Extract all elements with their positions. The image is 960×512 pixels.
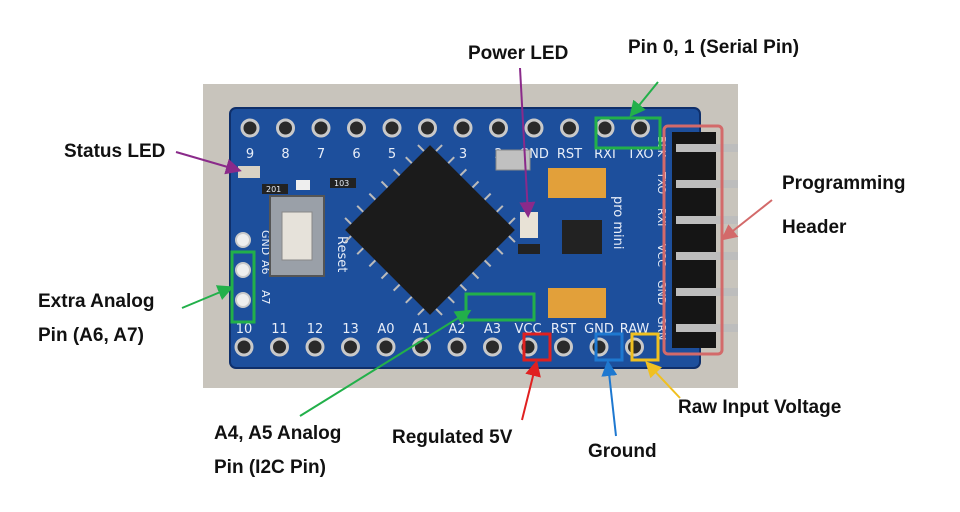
regulated-5v-label: Regulated 5V bbox=[392, 427, 513, 448]
top-pin-label: 3 bbox=[459, 147, 467, 162]
header-pin-VCC bbox=[676, 252, 738, 260]
header-pin-GND bbox=[676, 288, 738, 296]
serial-pin-label: Pin 0, 1 (Serial Pin) bbox=[628, 37, 800, 58]
power-led-arrow bbox=[519, 67, 536, 218]
header-pin-RXI bbox=[676, 216, 738, 224]
left-pin-GND bbox=[235, 232, 251, 248]
i2c-pin-box bbox=[464, 292, 536, 322]
top-pin-row: 98765432GNDRSTRXITXO bbox=[240, 118, 654, 162]
header-pin-BLK bbox=[676, 144, 738, 152]
left-pin-A7 bbox=[235, 292, 251, 308]
bottom-pin-12 bbox=[305, 337, 325, 357]
i2c-pin-label: A4, A5 Analog Pin (I2C Pin) bbox=[214, 423, 342, 478]
header-pin-GRN bbox=[676, 324, 738, 332]
top-pin-5 bbox=[382, 118, 402, 138]
top-pin-6 bbox=[347, 118, 366, 138]
bottom-pin-label: A3 bbox=[484, 322, 501, 337]
bottom-pin-A0 bbox=[376, 337, 396, 357]
top-pin-2 bbox=[489, 118, 508, 138]
board-name: pro mini bbox=[610, 196, 625, 250]
top-pin-label: 7 bbox=[317, 147, 325, 162]
reset-button bbox=[269, 195, 325, 277]
bottom-pin-label: RST bbox=[551, 322, 576, 337]
top-pin-9 bbox=[240, 118, 260, 138]
bottom-pin-RAW bbox=[625, 337, 644, 357]
top-pin-8 bbox=[276, 118, 295, 138]
status-led-arrow bbox=[175, 151, 242, 175]
ground-label: Ground bbox=[588, 441, 657, 462]
bottom-pin-label: 13 bbox=[342, 322, 359, 337]
status-led-label: Status LED bbox=[64, 141, 166, 162]
bottom-pin-label: 11 bbox=[271, 322, 288, 337]
extra-analog-arrow bbox=[181, 285, 234, 309]
bottom-pin-11 bbox=[270, 337, 289, 357]
left-pin-label: A6 bbox=[259, 260, 272, 275]
gnd-pin-box bbox=[594, 332, 624, 362]
top-pin-label: RST bbox=[557, 147, 582, 162]
left-pin-label: GND bbox=[259, 230, 272, 255]
bottom-pin-label: A0 bbox=[377, 322, 394, 337]
bottom-pin-label: 12 bbox=[307, 322, 324, 337]
header-pin-label: RXI bbox=[655, 208, 668, 226]
serial-pin-arrow bbox=[629, 81, 659, 118]
raw-input-arrow bbox=[645, 361, 681, 399]
top-pin-3 bbox=[453, 118, 473, 138]
top-pin-label: 9 bbox=[246, 147, 254, 162]
top-pin-4 bbox=[418, 118, 437, 138]
bottom-pin-label: A2 bbox=[448, 322, 465, 337]
top-pin-label: 6 bbox=[352, 147, 360, 162]
top-pin-TXO bbox=[631, 118, 650, 138]
top-pin-RXI bbox=[595, 118, 615, 138]
status-led bbox=[238, 166, 260, 178]
raw-pin-box bbox=[630, 332, 660, 362]
bottom-pin-A2 bbox=[447, 337, 467, 357]
bottom-pin-VCC bbox=[518, 337, 538, 357]
bottom-pin-A3 bbox=[483, 337, 502, 357]
header-pin-TXO bbox=[676, 180, 738, 188]
bottom-pin-GND bbox=[589, 337, 609, 357]
header-pin-label: GND bbox=[655, 280, 668, 305]
vcc-pin-box bbox=[522, 332, 552, 362]
reset-label: Reset bbox=[334, 236, 349, 272]
programming-header-label: Programming Header bbox=[782, 173, 906, 238]
voltage-regulator bbox=[562, 220, 602, 254]
power-led-label: Power LED bbox=[468, 43, 569, 64]
bottom-pin-13 bbox=[341, 337, 360, 357]
capacitor bbox=[548, 168, 606, 198]
ground-arrow bbox=[601, 360, 618, 437]
top-pin-GND bbox=[524, 118, 544, 138]
bottom-pin-10 bbox=[234, 337, 254, 357]
left-pin-label: A7 bbox=[259, 290, 272, 305]
top-pin-label: RXI bbox=[594, 147, 616, 162]
top-pin-label: TXO bbox=[626, 147, 653, 162]
i2c-arrow bbox=[299, 309, 472, 417]
top-pin-label: 8 bbox=[281, 147, 289, 162]
raw-input-label: Raw Input Voltage bbox=[678, 397, 842, 418]
header-pin-label: TXO bbox=[655, 171, 668, 195]
chip-label-201: 201 bbox=[266, 185, 281, 194]
top-pin-label: 5 bbox=[388, 147, 396, 162]
chip-label-103: 103 bbox=[334, 179, 349, 188]
programming-header-arrow bbox=[720, 199, 773, 241]
header-pin-label: VCC bbox=[655, 244, 668, 267]
power-led bbox=[520, 212, 538, 238]
top-pin-7 bbox=[311, 118, 331, 138]
extra-analog-label: Extra Analog Pin (A6, A7) bbox=[38, 291, 155, 346]
regulated-5v-arrow bbox=[521, 360, 541, 421]
left-pin-A6 bbox=[235, 262, 251, 278]
top-pin-RST bbox=[560, 118, 579, 138]
bottom-pin-RST bbox=[554, 337, 573, 357]
bottom-pin-label: 10 bbox=[236, 322, 253, 337]
serial-pin-box bbox=[594, 116, 662, 150]
bottom-pin-label: A1 bbox=[413, 322, 430, 337]
